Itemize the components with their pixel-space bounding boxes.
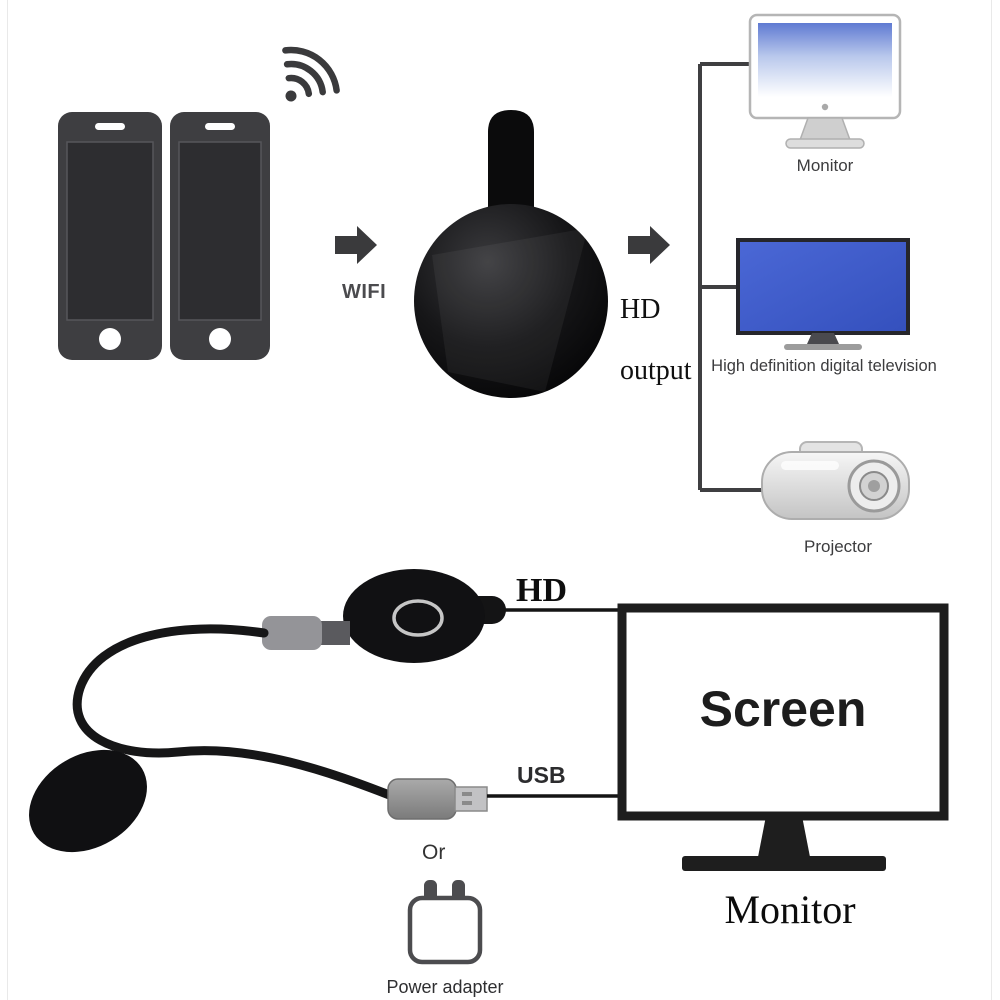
arrow-right-icon [335, 226, 377, 264]
or-label: Or [422, 841, 446, 864]
monitor-output-label: Monitor [796, 156, 854, 175]
hd-port-label: HD [516, 572, 567, 609]
usb-port-label: USB [517, 762, 566, 788]
output-branch-lines [698, 62, 763, 492]
dongle-top-view-icon [343, 569, 506, 663]
photo-edge-left [7, 0, 8, 1000]
photo-edge-right [991, 0, 992, 1000]
power-adapter-label: Power adapter [386, 977, 504, 997]
power-cable [72, 624, 397, 801]
arrow-right-icon [628, 226, 670, 264]
wifi-antenna-icon [29, 749, 147, 853]
television-icon [736, 238, 910, 350]
projector-output-label: Projector [803, 537, 873, 556]
monitor-caption: Monitor [724, 887, 856, 932]
screen-monitor-icon [617, 603, 949, 871]
hd-output-label: HD output [620, 264, 692, 418]
usb-connector-icon [387, 778, 488, 820]
television-output-label: High definition digital television [711, 357, 937, 375]
smartphone-icon [58, 112, 162, 360]
wifi-signal-icon [282, 46, 340, 102]
projector-icon [761, 441, 910, 520]
micro-usb-connector-icon [262, 616, 350, 650]
wifi-display-dongle-icon [414, 110, 608, 398]
screen-label: Screen [699, 681, 867, 737]
hd-output-line2: output [620, 355, 692, 387]
power-adapter-icon [407, 880, 483, 965]
smartphone-icon [170, 112, 270, 360]
wifi-label: WIFI [342, 281, 387, 303]
monitor-icon [748, 13, 902, 149]
hd-output-line1: HD [620, 293, 661, 325]
